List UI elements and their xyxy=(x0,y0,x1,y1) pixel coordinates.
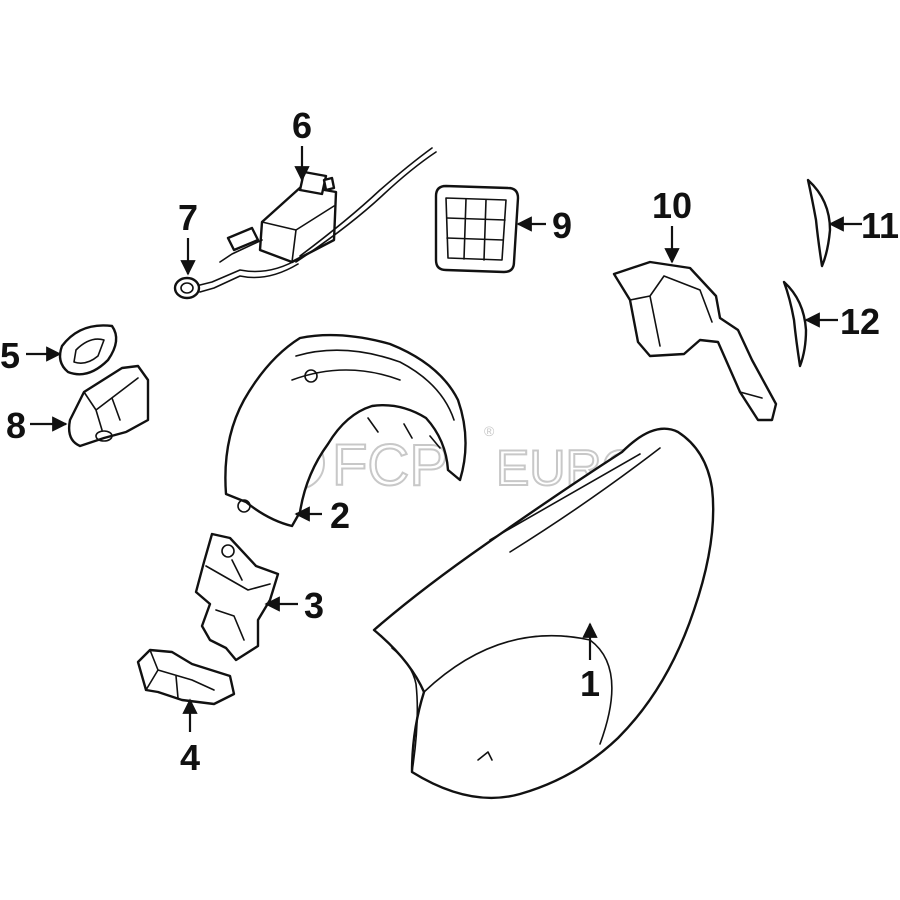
part-12-strip xyxy=(782,280,808,368)
callout-3: 3 xyxy=(304,585,324,626)
callout-12: 12 xyxy=(840,301,880,342)
callout-2: 2 xyxy=(330,495,350,536)
part-6-actuator xyxy=(195,147,437,293)
part-3-bracket xyxy=(194,532,280,662)
leader-lines xyxy=(26,146,862,732)
callout-6: 6 xyxy=(292,105,312,146)
callout-5: 5 xyxy=(0,335,20,376)
callout-9: 9 xyxy=(552,205,572,246)
part-9-grille xyxy=(434,184,520,274)
callout-7: 7 xyxy=(178,197,198,238)
part-5-flap xyxy=(58,324,118,376)
part-1-fender xyxy=(372,427,715,800)
callout-4: 4 xyxy=(180,737,200,778)
callout-8: 8 xyxy=(6,405,26,446)
callout-11: 11 xyxy=(861,205,899,246)
part-4-bracket xyxy=(136,648,236,706)
callout-10: 10 xyxy=(652,185,692,226)
watermark-brand: FCP xyxy=(332,433,448,498)
part-7-ring xyxy=(173,276,201,300)
part-11-strip xyxy=(806,178,832,268)
callout-1: 1 xyxy=(580,663,600,704)
part-10-bracket xyxy=(612,260,778,422)
part-2-liner xyxy=(224,333,467,528)
part-8-housing xyxy=(67,364,150,448)
watermark-registered: ® xyxy=(484,423,495,439)
